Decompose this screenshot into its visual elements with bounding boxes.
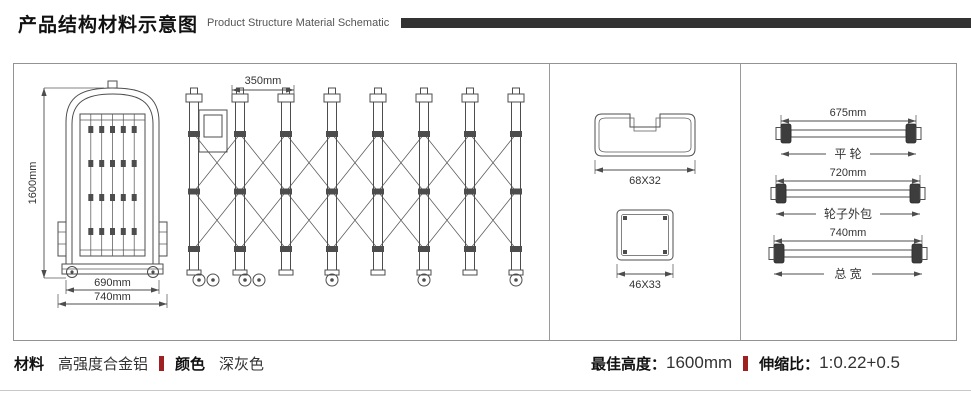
- spec-bar: 材料 高强度合金铝 颜色 深灰色 最佳高度： 1600mm 伸缩比： 1:0.2…: [14, 349, 958, 377]
- wheels-svg: 675mm 平 轮 720mm: [768, 107, 928, 281]
- wheel-covered-dimension: 720mm: [830, 167, 867, 179]
- header-rule-bar: [401, 18, 971, 28]
- page-subtitle: Product Structure Material Schematic: [207, 17, 390, 29]
- gate-post-drawing: 1600mm 690mm 740mm: [27, 80, 168, 308]
- wheel-flat-dimension: 675mm: [830, 107, 867, 119]
- wheel-total-label: 总 宽: [834, 266, 861, 281]
- color-label: 颜色: [175, 355, 206, 373]
- best-height-label: 最佳高度：: [591, 355, 667, 373]
- material-value: 高强度合金铝: [58, 355, 149, 373]
- gate-drawings-svg: 1600mm 690mm 740mm: [27, 75, 525, 308]
- profile-46x33-dimension: 46X33: [629, 279, 661, 291]
- gate-unit-width-dimension: 350mm: [245, 75, 282, 87]
- gate-control-box: [198, 109, 228, 153]
- retractable-gate-drawing: 350mm: [185, 75, 525, 287]
- post-inner-width-dimension: 690mm: [94, 277, 131, 289]
- profile-68x32-drawing: 68X32: [594, 113, 695, 187]
- schematic-panel: 1600mm 690mm 740mm: [13, 63, 957, 341]
- panel-divider: [549, 64, 550, 340]
- wheel-total-dimension: 740mm: [830, 227, 867, 239]
- section-profiles: 68X32 46X33: [550, 64, 740, 340]
- post-outer-width-dimension: 740mm: [94, 291, 131, 303]
- best-height-value: 1600mm: [666, 353, 733, 372]
- separator-bar: [743, 355, 749, 371]
- header: 产品结构材料示意图 Product Structure Material Sch…: [18, 8, 971, 38]
- ratio-value: 1:0.22+0.5: [819, 353, 900, 372]
- page-title: 产品结构材料示意图: [18, 14, 199, 36]
- profile-46x33-drawing: 46X33: [616, 209, 673, 291]
- profile-68x32-dimension: 68X32: [629, 175, 661, 187]
- color-value: 深灰色: [219, 355, 265, 373]
- section-wheels: 675mm 平 轮 720mm: [740, 64, 956, 340]
- panel-divider: [739, 64, 740, 340]
- profiles-svg: 68X32 46X33: [594, 113, 695, 291]
- separator-bar: [159, 355, 165, 371]
- ratio-label: 伸缩比：: [759, 355, 820, 373]
- material-label: 材料: [14, 355, 45, 373]
- spec-bar-right: 最佳高度： 1600mm 伸缩比： 1:0.22+0.5: [591, 353, 958, 374]
- wheel-covered-label: 轮子外包: [824, 207, 872, 221]
- wheel-assembly-total-width: 740mm 总 宽: [768, 227, 928, 281]
- wheel-assembly-covered: 720mm 轮子外包: [770, 167, 926, 221]
- wheel-assembly-flat: 675mm 平 轮: [775, 107, 922, 161]
- wheel-flat-label: 平 轮: [834, 147, 861, 161]
- bottom-rule: [0, 390, 971, 391]
- section-gate-drawings: 1600mm 690mm 740mm: [14, 64, 549, 340]
- post-height-dimension: 1600mm: [27, 162, 39, 205]
